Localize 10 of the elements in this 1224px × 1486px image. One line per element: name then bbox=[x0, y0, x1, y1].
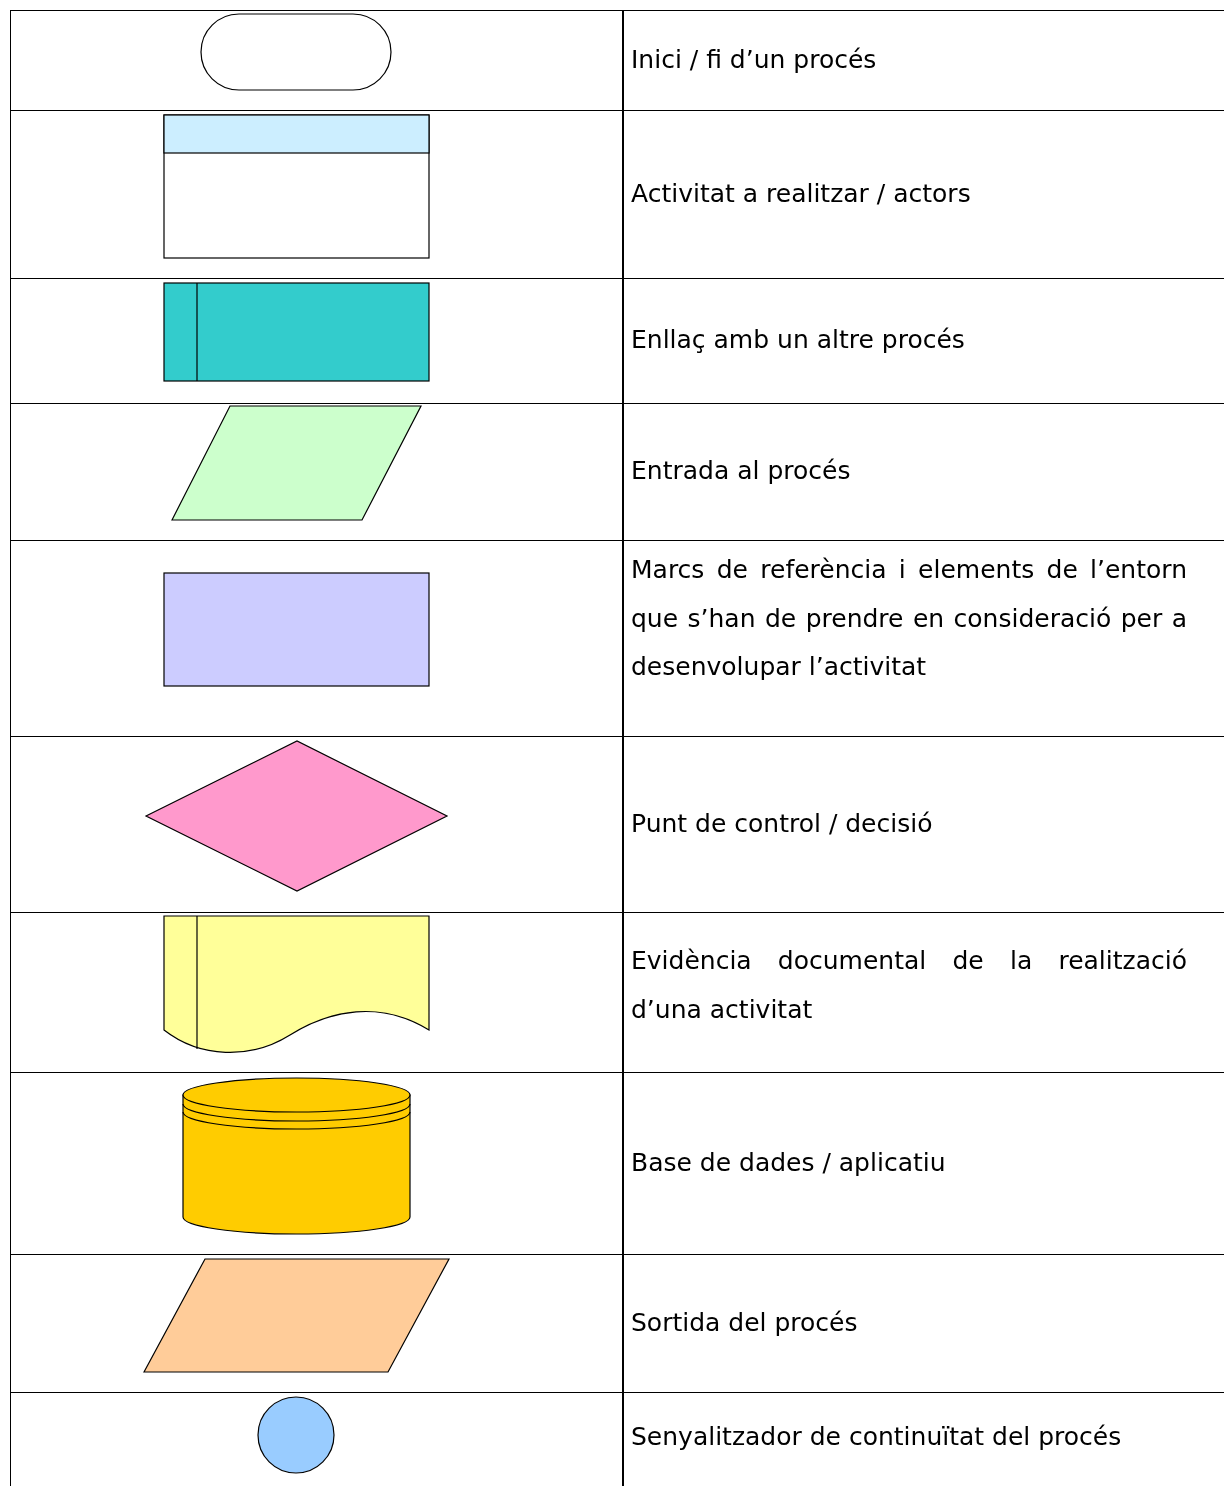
legend-text: Punt de control / decisió bbox=[631, 808, 934, 840]
legend-text: Marcs de referència i elements de l’entorn que s’han de prendre en consideració per a desenvolupar l’activitat bbox=[631, 554, 1187, 683]
legend-text: Activitat a realitzar / actors bbox=[631, 178, 972, 210]
legend-text: Enllaç amb un altre procés bbox=[631, 324, 966, 356]
legend-text: Inici / fi d’un procés bbox=[631, 44, 878, 76]
legend-text: Senyalitzador de continuïtat del procés bbox=[631, 1421, 1123, 1453]
legend-text: Base de dades / aplicatiu bbox=[631, 1147, 947, 1179]
legend-text: Evidència documental de la realització d’una activitat bbox=[631, 945, 1187, 1026]
legend-text: Entrada al procés bbox=[631, 455, 852, 487]
legend-text: Sortida del procés bbox=[631, 1307, 859, 1339]
